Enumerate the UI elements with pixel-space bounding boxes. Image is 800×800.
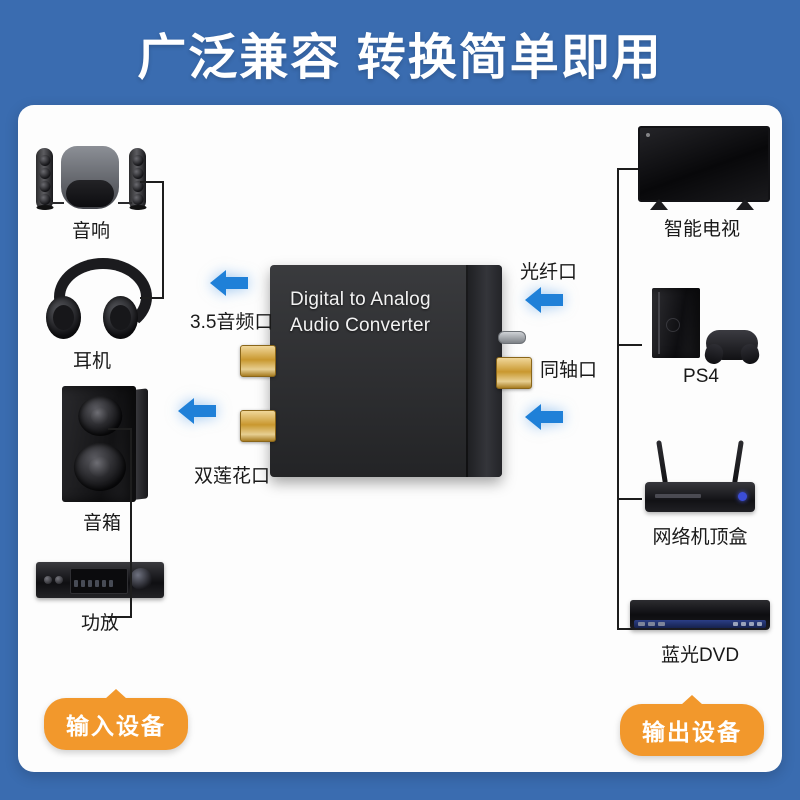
device-label: PS4 [683,366,719,387]
device-amplifier: 功放 [36,554,164,635]
input-devices-badge: 输入设备 [44,689,188,750]
converter-seam [466,265,468,477]
badge-notch [105,689,127,699]
device-headphones: 耳机 [44,256,152,373]
device-label: 耳机 [72,351,111,372]
badge-notch [681,695,703,705]
device-label: 网络机顶盒 [652,527,748,548]
bracket-audio-out-group [140,181,164,299]
bracket-rca-group [108,428,132,618]
left-arrow-icon-rca [176,396,218,426]
optical-port-icon [498,331,526,344]
router-set-top-box-icon [637,434,763,518]
output-devices-badge-label: 输出设备 [642,719,742,745]
bookshelf-speaker-icon [56,386,148,504]
port-label-3.5mm: 3.5音频口 [190,312,274,333]
port-label-rca: 双莲花口 [194,466,271,487]
amplifier-icon [36,554,164,604]
bracket-output-group [617,168,643,630]
speaker-system-icon [32,138,150,212]
device-speaker-system: 音响 [32,138,150,243]
output-devices-badge: 输出设备 [620,695,764,756]
tv-icon [638,126,770,210]
rca-jack-left-2 [240,410,276,442]
dvd-player-icon [630,596,770,636]
device-ps4: PS4 [642,288,760,388]
input-devices-badge-label: 输入设备 [66,713,166,739]
rca-jack-left-1 [240,345,276,377]
rca-jack-coaxial [496,357,532,389]
device-label: 功放 [80,613,119,634]
converter-body [270,265,502,477]
device-dvd-player: 蓝光DVD [630,596,770,667]
left-arrow-icon-optical [523,285,565,315]
audio-converter-device: Digital to Analog Audio Converter [240,265,532,477]
device-label: 智能电视 [663,219,740,240]
converter-brand-text: Digital to Analog Audio Converter [290,289,431,336]
game-console-icon [642,288,760,362]
device-label: 蓝光DVD [660,645,740,666]
device-smart-tv: 智能电视 [638,126,770,241]
device-label: 音响 [71,221,110,242]
port-label-optical: 光纤口 [520,262,578,283]
page-title: 广泛兼容 转换简单即用 [137,31,663,85]
device-label: 音箱 [82,513,121,534]
device-bookshelf-speaker: 音箱 [56,386,148,535]
headphones-icon [44,256,152,342]
left-arrow-icon-3.5mm [208,268,250,298]
device-set-top-box: 网络机顶盒 [637,434,763,549]
port-label-coaxial: 同轴口 [540,360,598,381]
left-arrow-icon-coaxial [523,402,565,432]
